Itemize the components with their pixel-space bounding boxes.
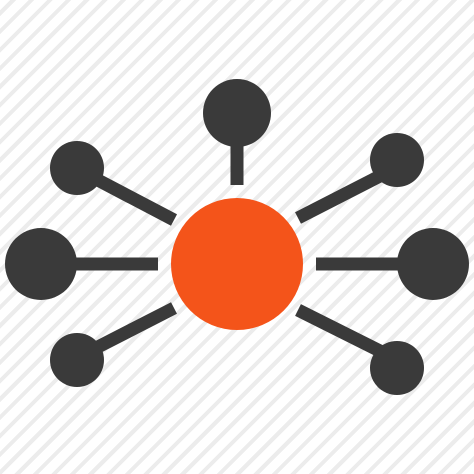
link-lower-left — [89, 302, 177, 356]
node-upper-right — [370, 133, 424, 187]
central-hub — [171, 198, 303, 330]
connector-links — [70, 145, 402, 358]
node-upper-left — [50, 141, 104, 195]
node-lower-left — [50, 333, 104, 387]
node-left — [5, 228, 77, 300]
node-lower-right — [370, 341, 424, 395]
node-right — [397, 228, 469, 300]
link-lower-right — [295, 304, 385, 358]
link-upper-left — [90, 172, 178, 226]
node-top — [203, 79, 271, 147]
satellite-nodes — [5, 79, 469, 395]
link-upper-right — [295, 170, 383, 224]
